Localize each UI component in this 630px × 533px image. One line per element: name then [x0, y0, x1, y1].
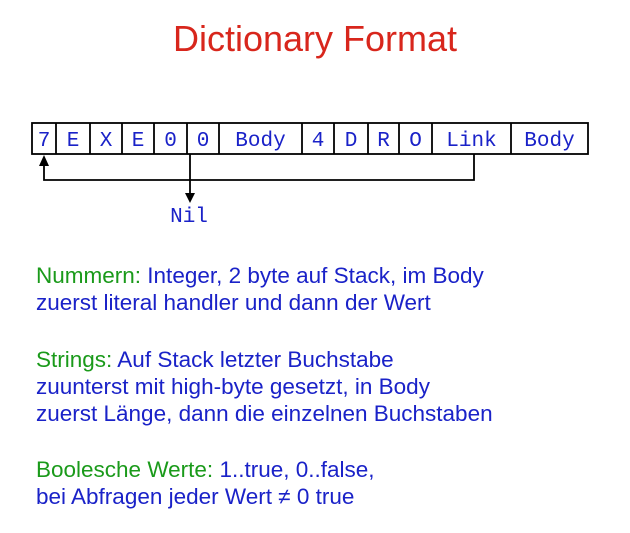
page-title: Dictionary Format	[172, 18, 458, 59]
section-boolean-line-1: Boolesche Werte: 1..true, 0..false,	[36, 456, 375, 483]
dictionary-cell-label: Body	[235, 130, 285, 153]
section-boolean-line-2: bei Abfragen jeder Wert ≠ 0 true	[36, 484, 355, 509]
dictionary-cell-label: X	[100, 130, 113, 153]
section-strings-key: Strings:	[36, 347, 113, 372]
section-boolean-first-line: 1..true, 0..false,	[219, 457, 375, 482]
section-strings-first-line: Auf Stack letzter Buchstabe	[117, 347, 394, 372]
section-nummern-line-2: zuerst literal handler und dann der Wert	[36, 290, 431, 315]
dictionary-cell-label: Body	[524, 130, 574, 153]
section-strings-line-3: zuerst Länge, dann die einzelnen Buchsta…	[36, 401, 493, 426]
nil-arrowhead	[185, 193, 195, 203]
dictionary-cell-label: Link	[446, 130, 496, 153]
nil-label: Nil	[170, 206, 208, 229]
dictionary-cell-label: O	[409, 130, 422, 153]
dictionary-cell-label: E	[132, 130, 145, 153]
section-strings-line-1: Strings: Auf Stack letzter Buchstabe	[36, 346, 493, 373]
dictionary-cell-label: 0	[164, 130, 177, 153]
section-boolean-key: Boolesche Werte:	[36, 457, 214, 482]
cell-row-outline	[31, 122, 589, 155]
dictionary-cell-label: 0	[197, 130, 210, 153]
link-arrowhead	[39, 155, 49, 166]
section-nummern-line-1: Nummern: Integer, 2 byte auf Stack, im B…	[36, 262, 484, 289]
dictionary-cell-label: D	[345, 130, 358, 153]
link-arrow-line	[43, 154, 475, 181]
section-strings: Strings: Auf Stack letzter Buchstabe zuu…	[36, 346, 493, 427]
dictionary-cell-label: 7	[38, 130, 51, 153]
section-strings-line-2: zuunterst mit high-byte gesetzt, in Body	[36, 374, 430, 399]
dictionary-cell-label: E	[67, 130, 80, 153]
dictionary-cell-label: 4	[312, 130, 325, 153]
section-nummern-key: Nummern:	[36, 263, 142, 288]
dictionary-cell-label: R	[377, 130, 390, 153]
section-nummern: Nummern: Integer, 2 byte auf Stack, im B…	[36, 262, 484, 316]
section-boolean: Boolesche Werte: 1..true, 0..false, bei …	[36, 456, 375, 510]
section-nummern-first-line: Integer, 2 byte auf Stack, im Body	[147, 263, 484, 288]
